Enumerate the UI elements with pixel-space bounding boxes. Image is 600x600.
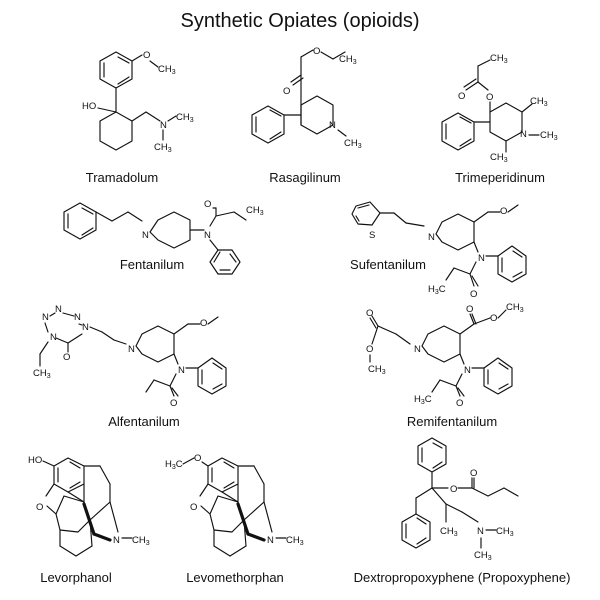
atom-n: N [178, 365, 185, 376]
atom-h3c: H3C [165, 459, 183, 471]
compound-name: Trimeperidinum [455, 170, 545, 185]
atom-s: S [369, 230, 375, 241]
atom-ho: HO [28, 455, 42, 466]
atom-o: O [170, 398, 177, 409]
atom-n: N [267, 535, 274, 546]
structure-levorphanol: HO O N CH3 Levorphanol [28, 455, 150, 585]
atom-n: N [160, 120, 167, 131]
structure-tramadolum: O CH3 HO N CH3 CH3 Tramadolum [82, 50, 194, 185]
atom-o: O [36, 502, 43, 513]
compound-name: Rasagilinum [269, 170, 341, 185]
atom-ch3: CH3 [506, 302, 524, 314]
atom-ch3: CH3 [339, 54, 357, 66]
atom-n: N [520, 129, 527, 140]
atom-o: O [366, 344, 373, 355]
atom-o: O [500, 206, 507, 217]
atom-n: N [113, 535, 120, 546]
atom-ch3: CH3 [176, 112, 194, 124]
atom-n: N [50, 332, 57, 343]
compound-name: Remifentanilum [407, 414, 497, 429]
atom-ch3: CH3 [246, 205, 264, 217]
structure-alfentanilum: N N N N N O CH3 N O N O [33, 304, 227, 429]
atom-n: N [74, 312, 81, 323]
compound-name: Dextropropoxyphene (Propoxyphene) [354, 570, 571, 585]
atom-o: O [143, 50, 150, 61]
atom-o: O [200, 318, 207, 329]
atom-o: O [466, 304, 473, 315]
compound-name: Levorphanol [40, 570, 112, 585]
atom-ho: HO [82, 101, 96, 112]
atom-o: O [313, 46, 320, 57]
atom-ch3: CH3 [286, 535, 304, 547]
atom-o: O [470, 468, 477, 479]
atom-o: O [456, 398, 463, 409]
atom-n: N [142, 230, 149, 241]
atom-ch3: CH3 [132, 535, 150, 547]
atom-n: N [428, 232, 435, 243]
atom-n: N [329, 120, 336, 131]
atom-n: N [82, 322, 89, 333]
atom-o: O [490, 313, 497, 324]
atom-ch3: CH3 [540, 130, 558, 142]
structure-dextropropoxyphene: O O CH3 N CH3 CH3 Dextropropoxyphene (Pr… [354, 437, 571, 585]
compound-name: Sufentanilum [350, 257, 426, 272]
atom-ch3: CH3 [154, 142, 172, 154]
structure-trimeperidinum: CH3 O O CH3 N CH3 CH3 Trimeperidinum [441, 53, 558, 185]
structure-sufentanilum: S N O N O H3C Sufentanilum [350, 201, 527, 300]
atom-o: O [366, 308, 373, 319]
atom-n: N [204, 230, 211, 241]
atom-ch3: CH3 [368, 364, 386, 376]
atom-n: N [414, 344, 421, 355]
atom-ch3: CH3 [344, 138, 362, 150]
structure-rasagilinum: O CH3 O N CH3 Rasagilinum [251, 46, 362, 185]
atom-o: O [204, 199, 211, 210]
atom-ch3: CH3 [474, 550, 492, 562]
atom-o: O [470, 289, 477, 300]
atom-n: N [42, 312, 49, 323]
atom-h3c: H3C [428, 284, 446, 296]
atom-n: N [464, 365, 471, 376]
structure-fentanilum: N N O CH3 Fentanilum [63, 199, 264, 275]
compound-name: Alfentanilum [108, 414, 180, 429]
atom-ch3: CH3 [490, 53, 508, 65]
compound-name: Levomethorphan [186, 570, 284, 585]
atom-o: O [450, 484, 457, 495]
atom-n: N [128, 344, 135, 355]
structure-remifentanilum: O O CH3 N O O CH3 N O H3C Remifentanilum [366, 302, 524, 429]
atom-n: N [478, 253, 485, 264]
compound-name: Fentanilum [120, 257, 184, 272]
atom-ch3: CH3 [496, 526, 514, 538]
atom-o: O [190, 502, 197, 513]
atom-o: O [458, 91, 465, 102]
atom-ch3: CH3 [33, 368, 51, 380]
page-title: Synthetic Opiates (opioids) [180, 10, 419, 32]
atom-ch3: CH3 [490, 152, 508, 164]
structure-levomethorphan: H3C O O N CH3 Levomethorphan [165, 453, 304, 585]
atom-h3c: H3C [414, 394, 432, 406]
compound-name: Tramadolum [86, 170, 158, 185]
atom-o: O [63, 352, 70, 363]
atom-n: N [55, 304, 62, 315]
atom-ch3: CH3 [440, 526, 458, 538]
atom-o: O [283, 86, 290, 97]
atom-o: O [194, 453, 201, 464]
atom-ch3: CH3 [158, 64, 176, 76]
atom-n: N [477, 526, 484, 537]
atom-ch3: CH3 [530, 96, 548, 108]
atom-o: O [486, 92, 493, 103]
